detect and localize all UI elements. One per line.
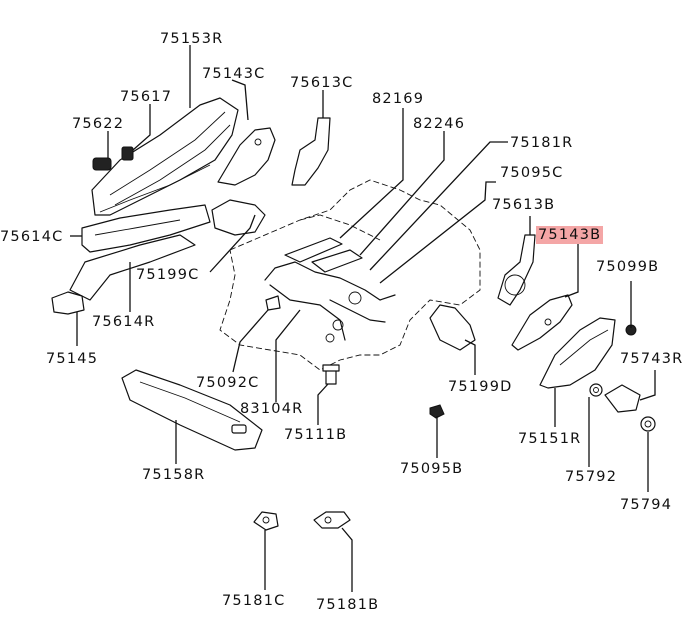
label-75614R: 75614R xyxy=(92,314,156,330)
clip-75181B xyxy=(313,511,351,529)
label-75181B: 75181B xyxy=(316,597,380,613)
small-parts xyxy=(92,146,134,171)
cover-75143B xyxy=(511,294,573,351)
label-75794: 75794 xyxy=(620,497,673,513)
knob-75743R xyxy=(604,384,641,413)
washer-75792 xyxy=(589,383,603,397)
label-75095C: 75095C xyxy=(500,165,564,181)
nut-75095B xyxy=(429,404,445,419)
label-82169: 82169 xyxy=(372,91,425,107)
label-75181C: 75181C xyxy=(222,593,286,609)
label-75111B: 75111B xyxy=(284,427,348,443)
cover-75199D xyxy=(429,304,476,351)
label-75199D: 75199D xyxy=(448,379,513,395)
label-75792: 75792 xyxy=(565,469,618,485)
label-75158R: 75158R xyxy=(142,467,206,483)
label-75143C: 75143C xyxy=(202,66,266,82)
seat-frame-outline xyxy=(219,179,481,371)
label-75099B: 75099B xyxy=(596,259,660,275)
side-cover-75143C xyxy=(217,127,276,186)
label-82246: 82246 xyxy=(413,116,466,132)
label-75622: 75622 xyxy=(72,116,125,132)
cap-75145 xyxy=(51,291,85,315)
trim-panel-75614C xyxy=(81,204,211,253)
cover-75151R xyxy=(539,317,616,389)
label-75143B: 75143B xyxy=(536,226,604,244)
rail-cover-75158R xyxy=(121,369,263,451)
label-75613B: 75613B xyxy=(492,197,556,213)
label-75617: 75617 xyxy=(120,89,173,105)
label-75743R: 75743R xyxy=(620,351,684,367)
label-75153R: 75153R xyxy=(160,31,224,47)
label-75614C: 75614C xyxy=(0,229,64,245)
label-75613C: 75613C xyxy=(290,75,354,91)
nut-75794 xyxy=(640,416,656,432)
rail-cover-75153R xyxy=(91,97,239,216)
leader-lines xyxy=(70,45,656,592)
label-75092C: 75092C xyxy=(196,375,260,391)
label-75151R: 75151R xyxy=(518,431,582,447)
label-75145: 75145 xyxy=(46,351,99,367)
cover-75199C xyxy=(211,199,266,236)
bracket-75613B xyxy=(497,234,536,306)
label-83104R: 83104R xyxy=(240,401,304,417)
clip-75092C xyxy=(265,295,281,311)
lower-panel-75614R xyxy=(69,234,196,301)
label-75181R: 75181R xyxy=(510,135,574,151)
wiring-harness xyxy=(264,237,396,343)
label-75199C: 75199C xyxy=(136,267,200,283)
clip-75181C xyxy=(253,511,279,531)
bracket-75613C xyxy=(291,117,331,186)
label-75095B: 75095B xyxy=(400,461,464,477)
bolt-75111B xyxy=(322,364,340,385)
